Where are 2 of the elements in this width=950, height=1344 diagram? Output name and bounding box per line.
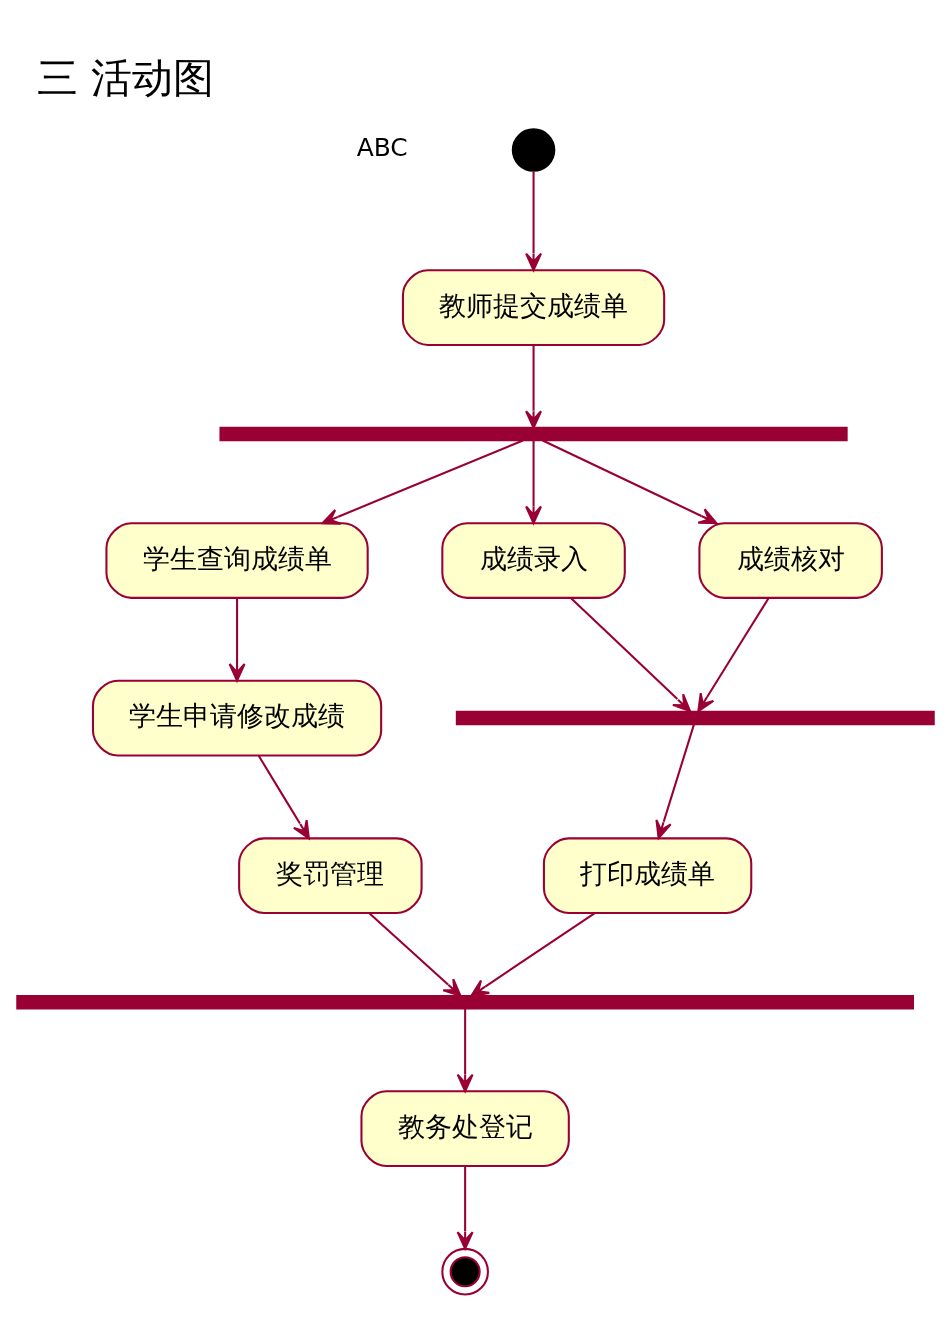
diagram-title: 三 活动图 [36, 53, 214, 102]
label: ABC [356, 132, 408, 162]
